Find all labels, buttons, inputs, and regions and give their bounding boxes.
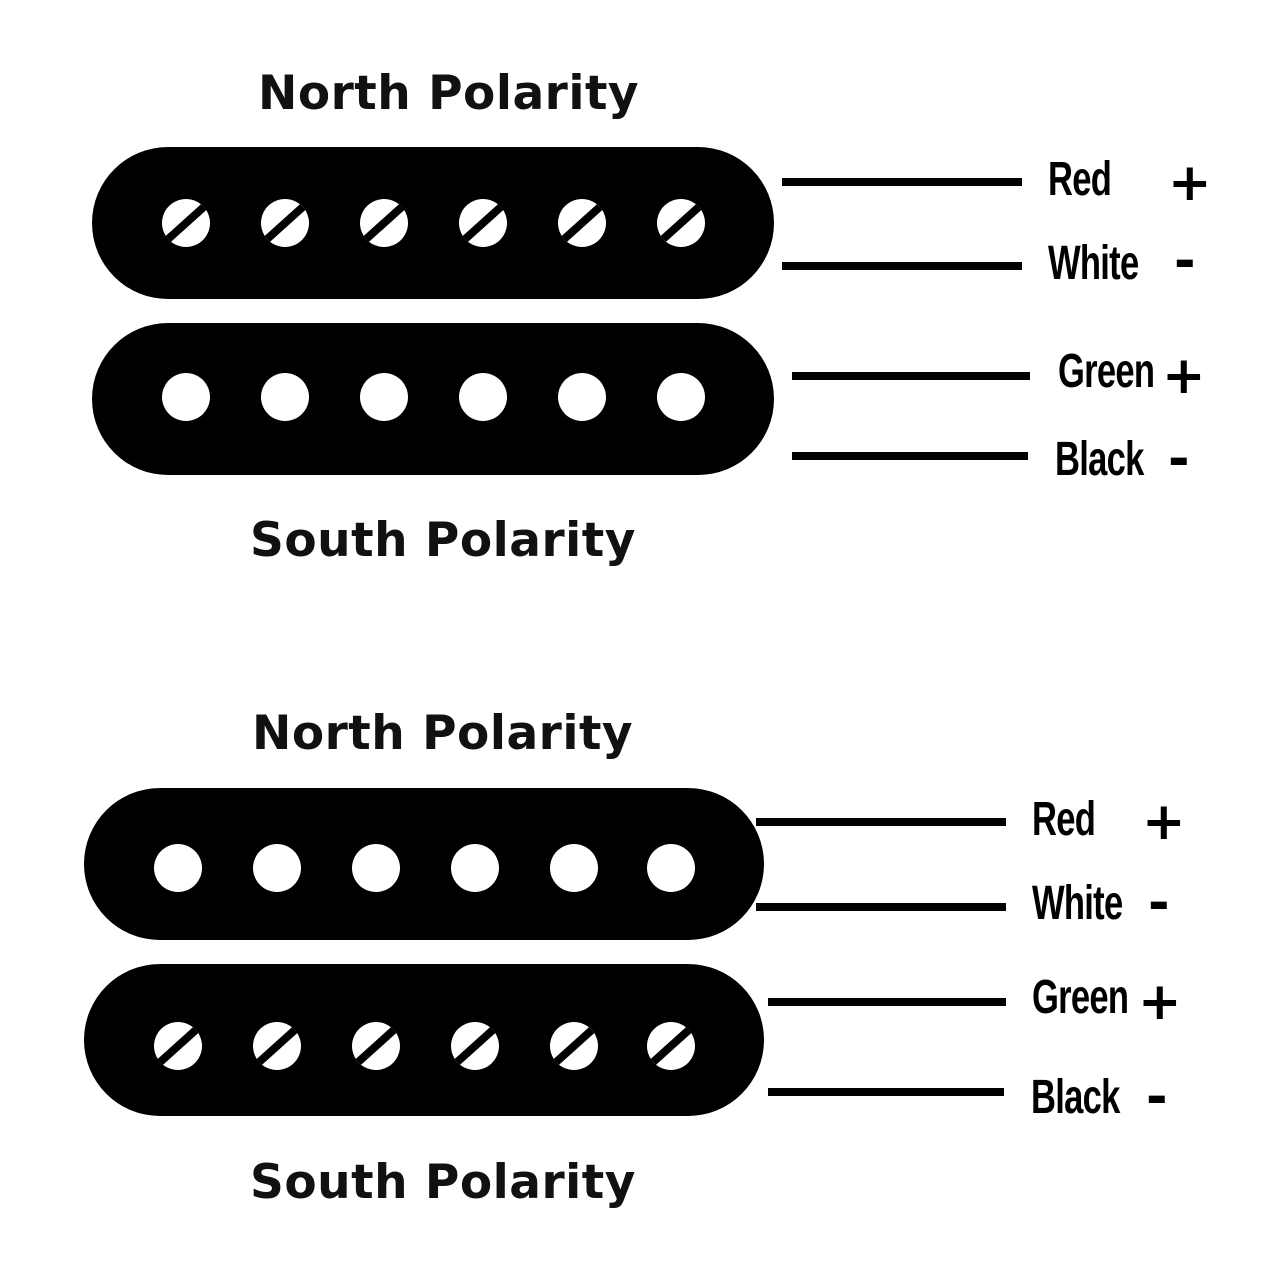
north-coil [92, 147, 774, 299]
polarity-sign: + [1168, 153, 1212, 213]
slug-pole-icon [352, 844, 400, 892]
screw-pole-icon [459, 199, 507, 247]
wire-label-white: White [1048, 237, 1139, 290]
polarity-sign: - [1146, 1067, 1168, 1127]
screw-pole-icon [360, 199, 408, 247]
polarity-sign: + [1142, 792, 1186, 852]
wire-line [782, 262, 1022, 270]
slug-pole-icon [550, 844, 598, 892]
wire-line [782, 178, 1022, 186]
slug-pole-icon [459, 373, 507, 421]
slug-pole-icon [154, 844, 202, 892]
screw-pole-icon [550, 1022, 598, 1070]
south-polarity-label: South Polarity [250, 1155, 636, 1210]
wire-line [768, 1088, 1004, 1096]
wire-label-black: Black [1031, 1071, 1120, 1124]
wire-line [756, 903, 1006, 911]
wire-label-green: Green [1032, 971, 1129, 1024]
slug-pole-icon [253, 844, 301, 892]
wire-label-green: Green [1058, 345, 1155, 398]
polarity-sign: - [1168, 429, 1190, 489]
screw-pole-icon [162, 199, 210, 247]
slug-pole-icon [647, 844, 695, 892]
north-coil [84, 788, 764, 940]
screw-pole-icon [154, 1022, 202, 1070]
slug-pole-icon [451, 844, 499, 892]
polarity-sign: + [1138, 972, 1182, 1032]
screw-pole-icon [261, 199, 309, 247]
wire-line [768, 998, 1006, 1006]
screw-pole-icon [451, 1022, 499, 1070]
screw-pole-icon [647, 1022, 695, 1070]
screw-pole-icon [253, 1022, 301, 1070]
north-polarity-label: North Polarity [252, 706, 634, 761]
wire-label-white: White [1032, 877, 1123, 930]
south-polarity-label: South Polarity [250, 513, 636, 568]
polarity-sign: - [1174, 231, 1196, 291]
wire-line [792, 452, 1028, 460]
screw-pole-icon [352, 1022, 400, 1070]
polarity-sign: - [1148, 873, 1170, 933]
wire-line [756, 818, 1006, 826]
slug-pole-icon [558, 373, 606, 421]
south-coil [92, 323, 774, 475]
north-polarity-label: North Polarity [258, 66, 640, 121]
polarity-sign: + [1162, 346, 1206, 406]
slug-pole-icon [261, 373, 309, 421]
slug-pole-icon [360, 373, 408, 421]
slug-pole-icon [162, 373, 210, 421]
slug-pole-icon [657, 373, 705, 421]
south-coil [84, 964, 764, 1116]
screw-pole-icon [657, 199, 705, 247]
wire-label-red: Red [1032, 793, 1096, 846]
wire-line [792, 372, 1030, 380]
wire-label-red: Red [1048, 153, 1112, 206]
wire-label-black: Black [1055, 433, 1144, 486]
screw-pole-icon [558, 199, 606, 247]
